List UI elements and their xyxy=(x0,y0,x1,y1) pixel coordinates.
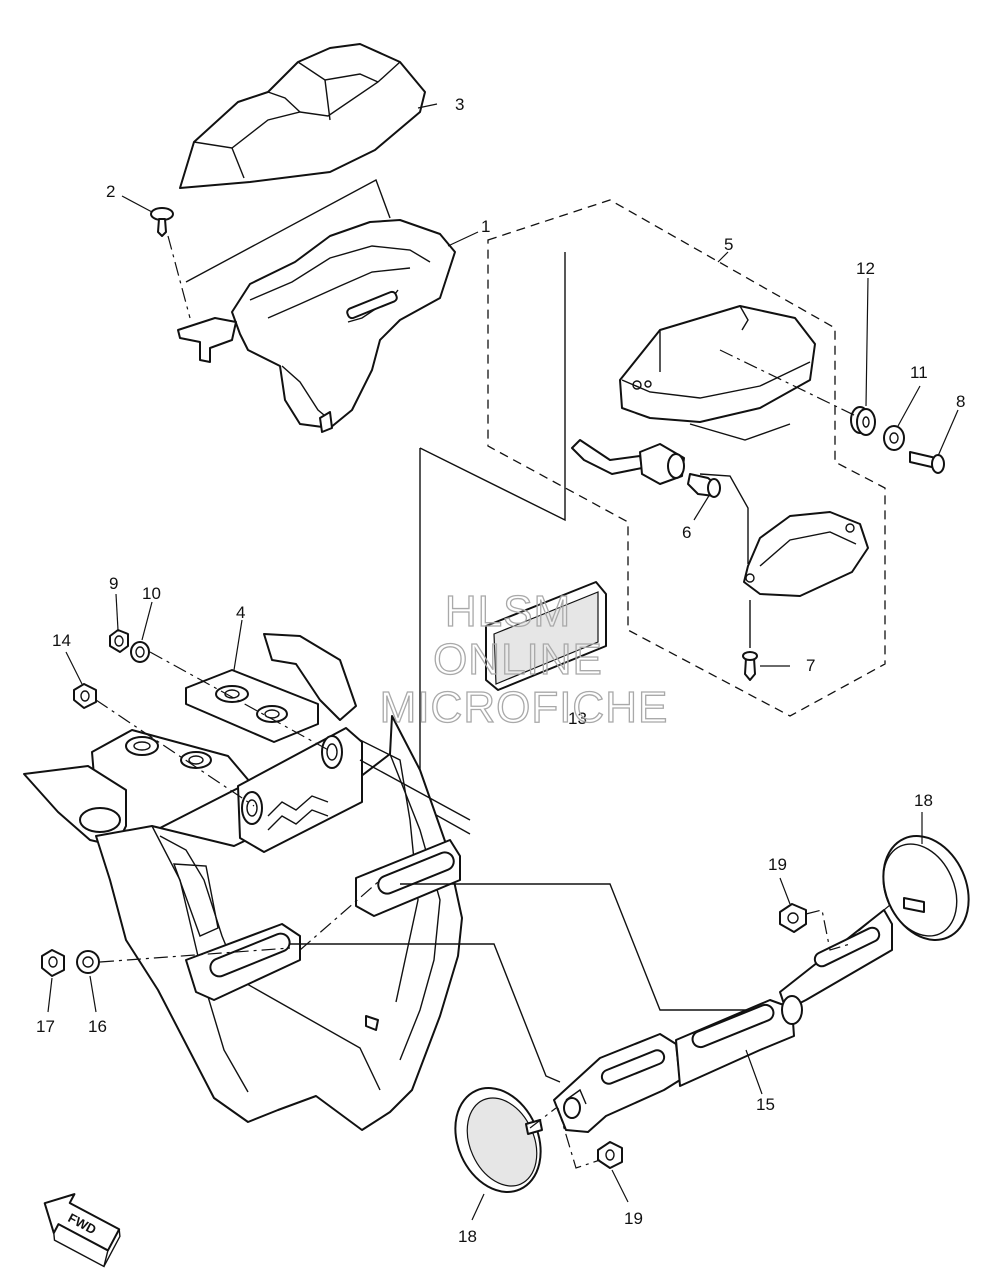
callout-17: 17 xyxy=(36,1017,55,1036)
fwd-arrow-icon: FWD xyxy=(43,1193,121,1268)
bracket-guide-line-b xyxy=(290,943,561,1083)
part-16-washer xyxy=(76,950,100,974)
part-17-nut xyxy=(41,949,65,977)
bulb-guide-line xyxy=(699,473,749,564)
part-4-fender xyxy=(23,633,463,1131)
callout-10: 10 xyxy=(142,584,161,603)
part-9-nut xyxy=(109,629,129,653)
part-2-screw xyxy=(150,207,174,237)
part-15-stay xyxy=(553,909,893,1133)
callout-labels: 1 2 3 4 5 6 7 8 9 10 11 12 13 14 15 16 1… xyxy=(36,95,965,1246)
watermark-line-1: HLSM xyxy=(445,587,571,636)
leader-dash-10 xyxy=(149,651,333,753)
part-7-screw xyxy=(742,600,758,681)
callout-6: 6 xyxy=(682,523,691,542)
part-11-collar xyxy=(883,425,905,451)
callout-8: 8 xyxy=(956,392,965,411)
leader-dash-16b xyxy=(299,881,379,951)
watermark-line-3: MICROFICHE xyxy=(380,683,669,732)
callout-9: 9 xyxy=(109,574,118,593)
callout-19-upper: 19 xyxy=(768,855,787,874)
callout-19-lower: 19 xyxy=(624,1209,643,1228)
callout-2: 2 xyxy=(106,182,115,201)
part-12-grommet xyxy=(850,406,876,436)
part-18-reflector-left xyxy=(454,1087,543,1193)
callout-1: 1 xyxy=(481,217,490,236)
leader-dash-14 xyxy=(95,699,255,807)
part-3-cover xyxy=(179,43,426,189)
part-5-taillight xyxy=(619,305,816,441)
part-1-cowl xyxy=(177,219,456,433)
leader-dash-16 xyxy=(99,947,291,963)
bracket-guide-line-a xyxy=(400,883,780,1011)
callout-16: 16 xyxy=(88,1017,107,1036)
leader-dash-18a xyxy=(849,904,891,939)
part-13-reflector xyxy=(485,581,607,691)
callout-18-upper: 18 xyxy=(914,791,933,810)
callout-13: 13 xyxy=(568,709,587,728)
callout-7: 7 xyxy=(806,656,815,675)
part-10-washer xyxy=(130,641,150,663)
callout-5: 5 xyxy=(724,235,733,254)
part-19-nut-upper xyxy=(779,903,807,933)
part-19-nut-lower xyxy=(597,1141,623,1169)
leader-dash-19a xyxy=(805,909,851,951)
callout-14: 14 xyxy=(52,631,71,650)
cover-mount-line xyxy=(185,179,391,283)
callout-11: 11 xyxy=(910,363,928,382)
callout-leaders xyxy=(47,103,959,1221)
part-6-bulb xyxy=(687,473,721,498)
part-18-reflector-right xyxy=(882,835,970,941)
callout-4: 4 xyxy=(236,603,245,622)
part-8-screw xyxy=(909,451,945,474)
reflector-guide-line xyxy=(359,759,471,821)
part-5-housing xyxy=(743,511,869,597)
leader-dash-2 xyxy=(167,235,191,319)
callout-3: 3 xyxy=(455,95,464,114)
leader-dash-19b xyxy=(557,1107,601,1169)
watermark-line-2: ONLINE xyxy=(433,635,603,684)
watermark: HLSM ONLINE MICROFICHE xyxy=(379,586,669,732)
reflector-bracket-line-b xyxy=(419,252,566,522)
callout-15: 15 xyxy=(756,1095,775,1114)
callout-12: 12 xyxy=(856,259,875,278)
leader-dash-5 xyxy=(719,349,857,417)
callout-18-lower: 18 xyxy=(458,1227,477,1246)
taillight-assembly-box xyxy=(487,199,886,717)
leader-dash-18b xyxy=(529,1107,557,1129)
part-14-nut xyxy=(73,683,97,709)
part-5-socket xyxy=(571,439,685,485)
